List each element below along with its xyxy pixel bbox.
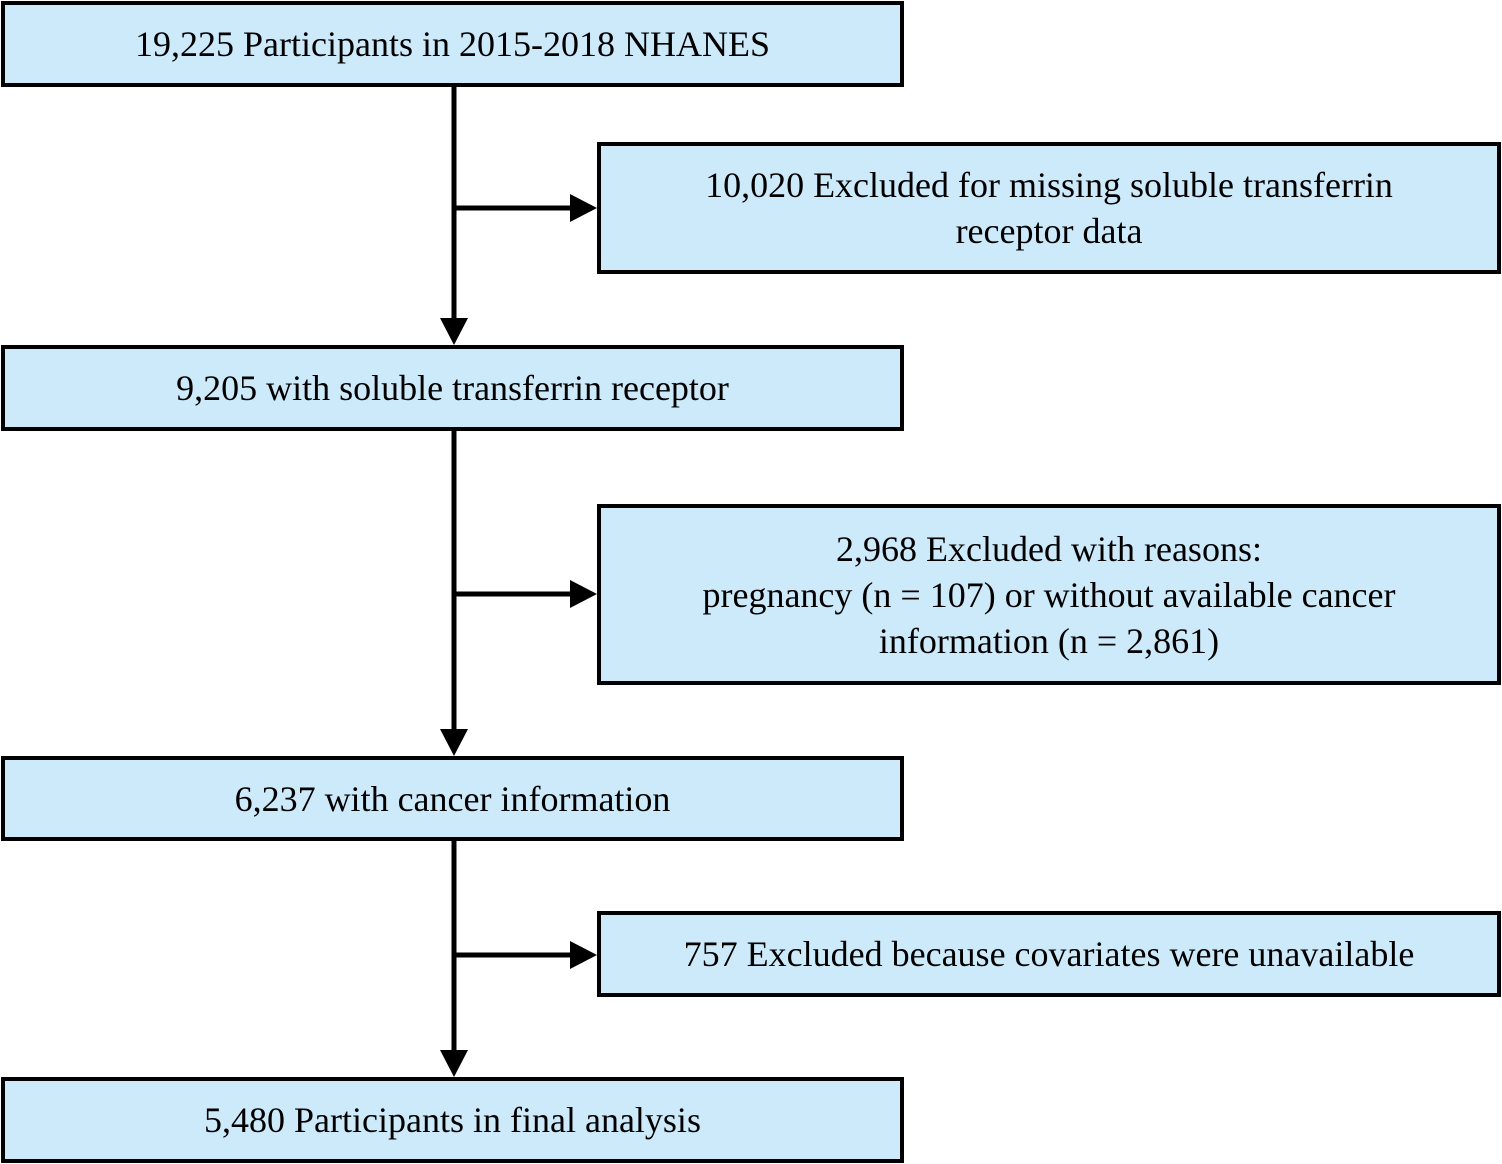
step-box-text: 6,237 with cancer information bbox=[234, 778, 671, 819]
exclusion-box-pregnancy-or-no-cancer-info: 2,968 Excluded with reasons: pregnancy (… bbox=[597, 504, 1501, 685]
step-box-text: 19,225 Participants in 2015-2018 NHANES bbox=[135, 24, 770, 64]
exclusion-box-covariates-unavailable: 757 Excluded because covariates were una… bbox=[597, 911, 1501, 997]
step-box-final-analysis: 5,480 Participants in final analysis bbox=[1, 1077, 904, 1163]
exclusion-box-text-line-1: 2,968 Excluded with reasons: bbox=[836, 528, 1262, 569]
arrowhead-right-exclusion3 bbox=[570, 941, 597, 969]
exclusion-box-text-line-3: information (n = 2,861) bbox=[878, 620, 1220, 661]
step-box-with-stfr: 9,205 with soluble transferrin receptor bbox=[1, 345, 904, 431]
step-box-text: 9,205 with soluble transferrin receptor bbox=[176, 368, 729, 408]
step-box-with-cancer-info: 6,237 with cancer information bbox=[1, 756, 904, 841]
exclusion-box-text-line-1: 10,020 Excluded for missing soluble tran… bbox=[705, 165, 1393, 205]
exclusion-box-text: 757 Excluded because covariates were una… bbox=[683, 934, 1415, 974]
arrowhead-down-step4 bbox=[440, 1050, 468, 1077]
step-box-initial-participants: 19,225 Participants in 2015-2018 NHANES bbox=[1, 1, 904, 87]
arrowhead-right-exclusion2 bbox=[570, 580, 597, 608]
step-box-text: 5,480 Participants in final analysis bbox=[204, 1100, 701, 1140]
arrowhead-right-exclusion1 bbox=[570, 194, 597, 222]
exclusion-box-text-line-2: pregnancy (n = 107) or without available… bbox=[702, 574, 1396, 615]
arrowhead-down-step2 bbox=[440, 318, 468, 345]
exclusion-box-text-line-2: receptor data bbox=[955, 211, 1143, 251]
exclusion-box-missing-stfr: 10,020 Excluded for missing soluble tran… bbox=[597, 142, 1501, 274]
arrowhead-down-step3 bbox=[440, 729, 468, 756]
